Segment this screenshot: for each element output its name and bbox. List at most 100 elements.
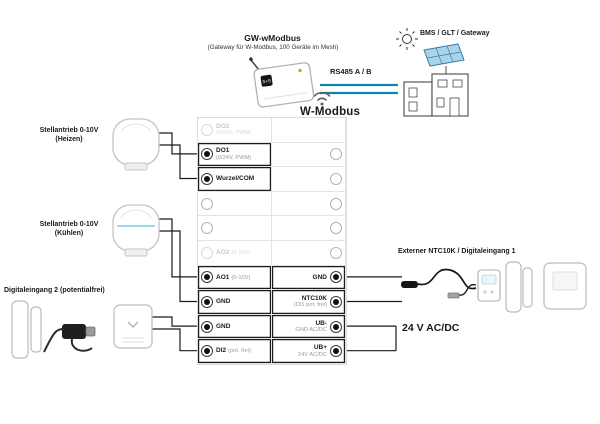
terminal-right-8-ntc10k: NTC10K(DI1 pot. frei): [272, 290, 346, 315]
terminal-label-group: DO1(0/24V, PWM): [216, 147, 251, 161]
terminal-sublabel: (DI1 pot. frei): [293, 302, 327, 309]
heizen-label: Stellantrieb 0-10V (Heizen): [30, 126, 108, 144]
terminal-right-5-empty: [272, 216, 346, 241]
terminal-label: AO2: [216, 248, 230, 256]
terminal-left-8-gnd: GND: [198, 290, 272, 315]
digitaleingang2-label: Digitaleingang 2 (potentialfrei): [4, 287, 105, 294]
terminal-contact: [330, 345, 342, 358]
terminal-contact: [330, 295, 342, 308]
rs485-bus-lines: [320, 83, 398, 95]
terminal-sublabel: (0/24V, PWM): [216, 154, 252, 161]
terminal-contact: [201, 320, 213, 333]
terminal-contact: [201, 123, 213, 136]
terminal-contact: [330, 246, 342, 259]
ntc-probe: [401, 268, 477, 290]
cable-sensor-left: [43, 324, 96, 353]
wire-kuehlen-ao1: [158, 218, 197, 278]
thermostat-left: [113, 304, 153, 349]
terminal-left-1-do2: DO2(0/24V, PWM): [198, 118, 272, 143]
terminal-right-3-empty: [272, 167, 346, 192]
terminal-label-group: DI2(pot. frei): [216, 347, 251, 355]
terminal-label-group: AO1(0-10V): [216, 274, 250, 282]
wire-heizen-com: [158, 144, 197, 180]
terminal-right-2-empty: [272, 142, 346, 168]
terminal-label-group: Wurzel/COM: [216, 175, 254, 182]
terminal-right-4-empty: [272, 191, 346, 217]
cable-sensor-right: [447, 283, 477, 299]
terminal-left-10-di2: DI2(pot. frei): [198, 339, 272, 364]
terminal-label-group: NTC10K(DI1 pot. frei): [294, 295, 327, 309]
terminal-label: NTC10K: [301, 294, 327, 302]
window-contact-left: [11, 300, 42, 359]
antenna-icon: [250, 59, 259, 70]
terminal-contact: [201, 172, 213, 185]
terminal-contact: [330, 320, 342, 333]
terminal-label: DI2: [216, 347, 227, 355]
heizen-label-line2: (Heizen): [55, 136, 83, 144]
wires-right: [347, 276, 402, 352]
terminal-label: DO2: [216, 122, 230, 130]
brand-logo: [260, 74, 273, 87]
terminal-contact: [330, 172, 342, 185]
actuator-kuehlen: [112, 204, 160, 257]
wmodbus-label: W-Modbus: [300, 106, 361, 118]
terminal-left-7-ao1: AO1(0-10V): [198, 265, 272, 291]
sun-icon: [396, 28, 418, 50]
terminal-right-1-empty: [272, 118, 346, 143]
sensor-display: [481, 274, 497, 285]
terminal-label: GND: [312, 273, 327, 281]
terminal-sublabel: (0-10V): [231, 274, 251, 281]
kuehlen-label: Stellantrieb 0-10V (Kühlen): [30, 220, 108, 238]
gateway-subtitle: (Gateway für W-Modbus, 100 Geräte im Mes…: [207, 44, 339, 51]
kuehlen-label-line1: Stellantrieb 0-10V: [39, 221, 99, 228]
terminal-sublabel: GND AC/DC: [295, 327, 327, 333]
terminal-label-group: UB-GND AC/DC: [295, 320, 327, 334]
terminal-label: AO1: [216, 273, 230, 281]
terminal-block: DO2(0/24V, PWM)DO1(0/24V, PWM)Wurzel/COM…: [197, 117, 347, 365]
house-outline: [403, 73, 469, 117]
gateway-title: GW-wModbus: [244, 33, 301, 43]
terminal-left-2-do1: DO1(0/24V, PWM): [198, 142, 272, 168]
terminal-contact: [201, 246, 213, 259]
terminal-right-9-ub: UB-GND AC/DC: [272, 314, 346, 340]
terminal-right-7-gnd: GND: [272, 265, 346, 291]
power-label: 24 V AC/DC: [402, 322, 460, 334]
solar-panel: [423, 43, 465, 76]
wires-left: [152, 132, 197, 352]
heizen-label-line1: Stellantrieb 0-10V: [39, 127, 99, 134]
window-contact-right: [505, 261, 533, 313]
wifi-icon-gateway: [313, 91, 331, 106]
terminal-right-10-ub: UB+24V AC/DC: [272, 339, 346, 364]
kuehlen-label-line2: (Kühlen): [54, 230, 84, 238]
terminal-left-6-ao2: AO2(0-10V): [198, 240, 272, 266]
wire-digi2-di2: [152, 328, 197, 352]
sensor-module-right: [477, 269, 501, 302]
actuator-heizen: [112, 118, 160, 171]
terminal-right-6-empty: [272, 240, 346, 266]
wire-digi2-gnd: [152, 316, 197, 327]
building-illustration: [396, 28, 469, 117]
terminal-label-group: GND: [216, 298, 230, 305]
terminal-left-5-empty: [198, 216, 272, 241]
terminal-label: GND: [216, 298, 231, 306]
terminal-label: UB-: [315, 319, 327, 327]
terminal-label-group: GND: [216, 323, 230, 330]
terminal-contact: [201, 222, 213, 235]
terminal-contact: [330, 222, 342, 235]
terminal-grid: DO2(0/24V, PWM)DO1(0/24V, PWM)Wurzel/COM…: [198, 118, 346, 364]
terminal-sublabel: (0-10V): [231, 249, 251, 256]
terminal-sublabel: (pot. frei): [228, 348, 251, 355]
terminal-contact: [330, 271, 342, 284]
terminal-contact: [201, 345, 213, 358]
terminal-label: UB+: [313, 344, 327, 352]
terminal-label: Wurzel/COM: [216, 175, 255, 183]
terminal-contact: [201, 148, 213, 161]
thermostat-right: [543, 262, 587, 310]
terminal-contact: [201, 197, 213, 210]
terminal-label-group: UB+24V AC/DC: [298, 344, 327, 358]
terminal-left-3-wurzelcom: Wurzel/COM: [198, 167, 272, 192]
terminal-contact: [201, 295, 213, 308]
terminal-contact: [330, 197, 342, 210]
